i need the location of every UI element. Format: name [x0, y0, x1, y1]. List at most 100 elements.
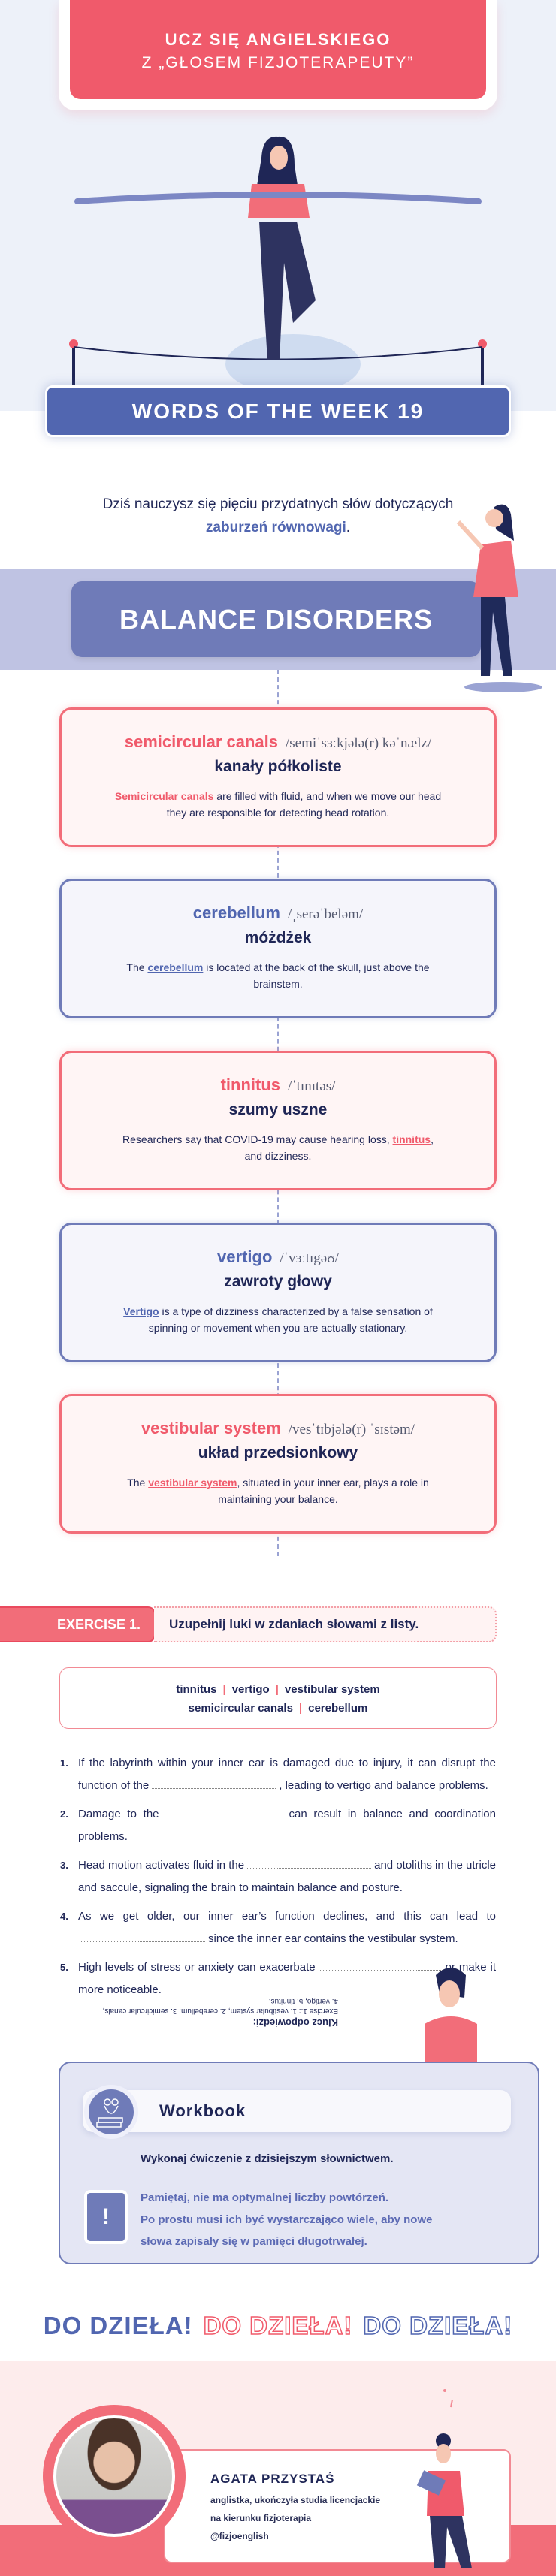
- author-name: AGATA PRZYSTAŚ: [210, 2472, 335, 2486]
- workbook-note: Pamiętaj, nie ma optymalnej liczby powtó…: [141, 2187, 432, 2252]
- author-desc: anglistka, ukończyła studia licencjackie: [210, 2495, 381, 2505]
- intro-text: Dziś nauczysz się pięciu przydatnych słó…: [83, 493, 473, 539]
- word-phonetic: /ˈvɜːtɪgəʊ/: [280, 1250, 339, 1266]
- exclamation-icon: !: [84, 2190, 128, 2244]
- author-handle: @fizjoenglish: [210, 2531, 269, 2541]
- topic-title: BALANCE DISORDERS: [71, 581, 481, 657]
- owl-books-icon: [84, 2085, 138, 2139]
- item-text: Head motion activates fluid in the: [78, 1859, 245, 1872]
- separator: |: [222, 1683, 226, 1696]
- exercise-list: 1. If the labyrinth within your inner ear…: [60, 1752, 496, 2007]
- word-translation: szumy uszne: [228, 1101, 328, 1118]
- word-term: vestibular system: [141, 1419, 281, 1437]
- header-title: UCZ SIĘ ANGIELSKIEGO: [165, 30, 391, 49]
- example-highlight: tinnitus: [392, 1133, 431, 1145]
- intro-text-main: Dziś nauczysz się pięciu przydatnych słó…: [102, 496, 454, 512]
- example-text: is a type of dizziness characterized by …: [148, 1305, 433, 1334]
- item-text: As we get older, our inner ear’s functio…: [78, 1910, 496, 1923]
- header-subtitle: Z „GŁOSEM FIZJOTERAPEUTY”: [141, 54, 415, 71]
- exercise-item: 1. If the labyrinth within your inner ear…: [60, 1752, 496, 1797]
- word-card: vertigo/ˈvɜːtɪgəʊ/ zawroty głowy Vertigo…: [59, 1223, 497, 1362]
- word-phonetic: /semiˈsɜːkjələ(r) kəˈnælz/: [286, 735, 432, 751]
- answer-key-text: Exercise 1.: 1. vestibular system, 2. ce…: [102, 1997, 338, 2015]
- call-to-action: DO DZIEŁA! DO DZIEŁA! DO DZIEŁA!: [0, 2311, 556, 2340]
- word-translation: móżdżek: [244, 929, 312, 946]
- intro-end: .: [346, 520, 351, 535]
- word-list-item: semicircular canals: [188, 1702, 293, 1715]
- word-phonetic: /vesˈtɪbjələ(r) ˈsɪstəm/: [288, 1422, 415, 1437]
- answer-blank[interactable]: [162, 1808, 286, 1817]
- intro-highlight: zaburzeń równowagi: [205, 520, 346, 535]
- reading-woman-illustration: [416, 2389, 472, 2568]
- answer-key-upside-down: Klucz odpowiedzi: Exercise 1.: 1. vestib…: [98, 1996, 338, 2029]
- example-highlight: Vertigo: [123, 1305, 159, 1317]
- example-highlight: vestibular system: [148, 1477, 237, 1489]
- note-line: słowa zapisały się w pamięci długotrwałe…: [141, 2235, 367, 2248]
- word-example: The vestibular system, situated in your …: [113, 1474, 443, 1507]
- item-number: 5.: [60, 1962, 68, 1973]
- word-card: cerebellum/ˌserəˈbeləm/ móżdżek The cere…: [59, 879, 497, 1018]
- word-card: vestibular system/vesˈtɪbjələ(r) ˈsɪstəm…: [59, 1394, 497, 1534]
- word-example: Semicircular canals are filled with flui…: [113, 788, 443, 821]
- cta-2: DO DZIEŁA!: [203, 2311, 353, 2340]
- example-text: The: [126, 961, 148, 973]
- item-text: If the labyrinth within your inner ear i…: [78, 1757, 496, 1792]
- answer-blank[interactable]: [81, 1933, 205, 1942]
- word-list-item: vestibular system: [284, 1683, 380, 1696]
- example-text: are filled with fluid, and when we move …: [166, 790, 442, 819]
- pointing-woman-illustration: [456, 504, 542, 692]
- header: UCZ SIĘ ANGIELSKIEGO Z „GŁOSEM FIZJOTERA…: [70, 0, 486, 99]
- word-translation: zawroty głowy: [224, 1273, 332, 1290]
- item-number: 1.: [60, 1757, 68, 1769]
- word-term: vertigo: [217, 1247, 273, 1266]
- word-example: The cerebellum is located at the back of…: [113, 959, 443, 992]
- word-translation: kanały półkoliste: [214, 758, 342, 775]
- item-number: 3.: [60, 1860, 68, 1871]
- cta-3: DO DZIEŁA!: [363, 2311, 513, 2340]
- word-term: cerebellum: [192, 903, 280, 922]
- word-card: tinnitus/ˈtɪnɪtəs/ szumy uszne Researche…: [59, 1051, 497, 1190]
- answer-blank[interactable]: [318, 1962, 443, 1971]
- word-list-box: tinnitus | vertigo | vestibular system semic…: [59, 1667, 497, 1729]
- word-phonetic: /ˈtɪnɪtəs/: [288, 1078, 336, 1094]
- example-highlight: cerebellum: [147, 961, 204, 973]
- word-list-item: cerebellum: [308, 1702, 368, 1715]
- exercise-instruction: Uzupełnij luki w zdaniach słowami z list…: [154, 1606, 497, 1642]
- word-example: Vertigo is a type of dizziness character…: [113, 1303, 443, 1336]
- item-text: can result in balance and coordination p…: [78, 1808, 496, 1843]
- note-line: Po prostu musi ich być wystarczająco wie…: [141, 2213, 433, 2226]
- words-of-the-week-banner: WORDS OF THE WEEK 19: [45, 385, 511, 437]
- word-example: Researchers say that COVID-19 may cause …: [113, 1131, 443, 1164]
- author-photo: [43, 2405, 186, 2547]
- item-text: Damage to the: [78, 1808, 159, 1820]
- author-desc: na kierunku fizjoterapia: [210, 2513, 312, 2523]
- note-line: Pamiętaj, nie ma optymalnej liczby powtó…: [141, 2191, 389, 2204]
- example-text: The: [127, 1477, 149, 1489]
- separator: |: [275, 1683, 279, 1696]
- example-highlight: Semicircular canals: [114, 790, 214, 802]
- word-translation: układ przedsionkowy: [198, 1444, 358, 1461]
- cta-1: DO DZIEŁA!: [43, 2312, 193, 2339]
- answer-blank[interactable]: [247, 1860, 372, 1869]
- separator: |: [298, 1702, 303, 1715]
- item-number: 2.: [60, 1808, 68, 1820]
- word-term: tinnitus: [220, 1075, 281, 1094]
- word-phonetic: /ˌserəˈbeləm/: [287, 906, 364, 922]
- word-list-item: vertigo: [231, 1683, 270, 1696]
- item-number: 4.: [60, 1911, 68, 1922]
- example-text: is located at the back of the skull, jus…: [203, 961, 430, 990]
- answer-blank[interactable]: [152, 1780, 276, 1789]
- item-text: since the inner ear contains the vestibu…: [208, 1932, 458, 1945]
- word-term: semicircular canals: [124, 732, 278, 751]
- word-card: semicircular canals/semiˈsɜːkjələ(r) kəˈ…: [59, 707, 497, 847]
- answer-key-title: Klucz odpowiedzi:: [252, 2017, 338, 2029]
- thinking-woman-illustration: [425, 1968, 477, 2065]
- exercise-item: 4. As we get older, our inner ear’s funct…: [60, 1905, 496, 1950]
- exercise-label: EXERCISE 1.: [0, 1606, 156, 1642]
- item-text: High levels of stress or anxiety can exa…: [78, 1961, 316, 1974]
- item-text: and otoliths in the utricle and saccule,…: [78, 1859, 496, 1894]
- word-list-item: tinnitus: [176, 1683, 217, 1696]
- example-text: , situated in your inner ear, plays a ro…: [218, 1477, 429, 1505]
